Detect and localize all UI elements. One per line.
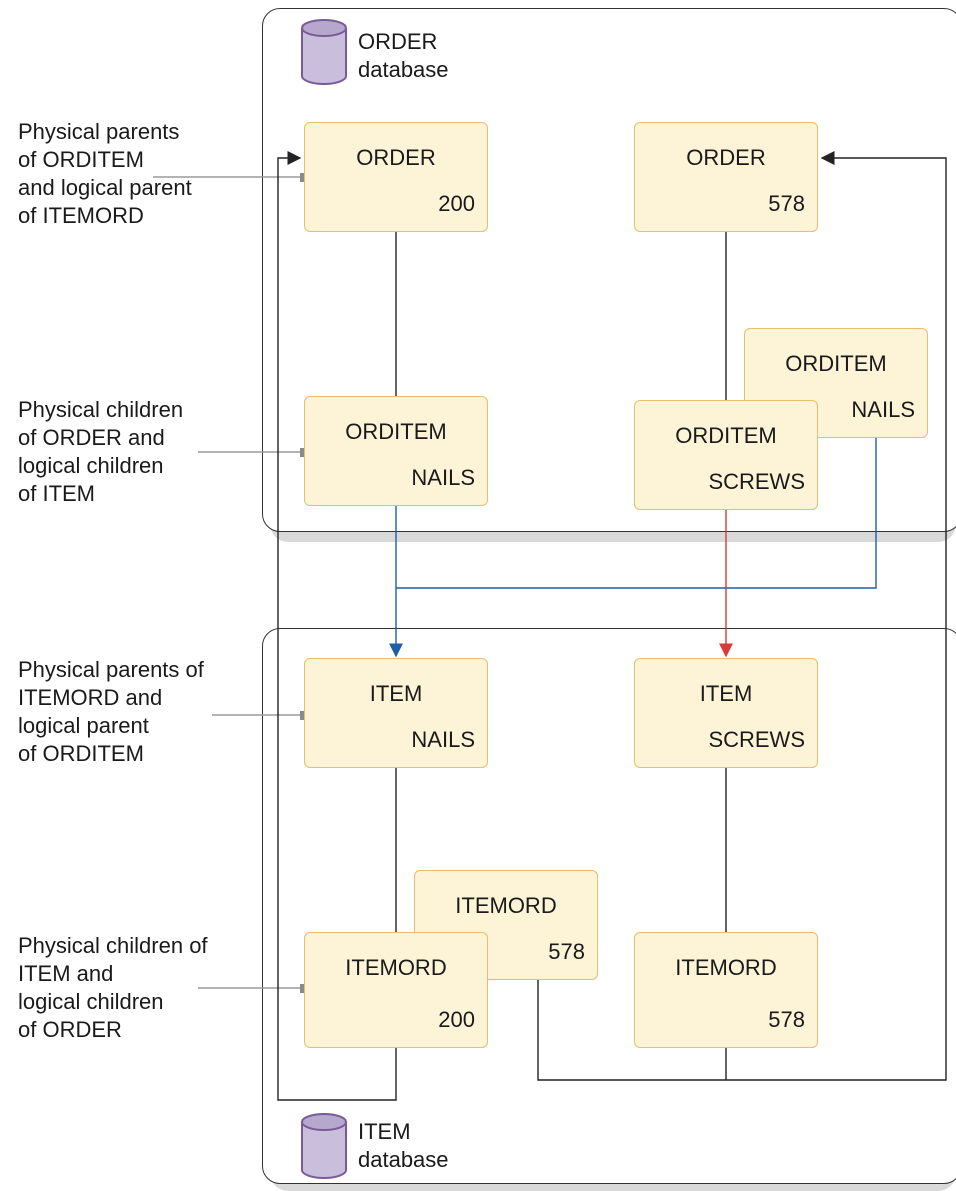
item-database-icon [301,1113,347,1179]
segment-name: ITEM [369,681,423,706]
segment-order-200: ORDER 200 [304,122,488,232]
segment-key: SCREWS [708,727,805,752]
segment-name: ITEMORD [675,955,777,980]
segment-name: ITEM [699,681,753,706]
order-database-icon [301,19,347,85]
segment-key: SCREWS [708,469,805,494]
segment-key: 578 [768,1007,805,1032]
segment-name: ORDER [686,145,766,170]
segment-name: ORDITEM [675,423,777,448]
segment-name: ORDITEM [785,351,887,376]
pointer-orditem-nails-b-to-item-nails [396,438,877,589]
segment-name: ITEMORD [345,955,447,980]
segment-item-nails: ITEM NAILS [304,658,488,768]
segment-orditem-nails-a: ORDITEM NAILS [304,396,488,506]
segment-order-578: ORDER 578 [634,122,818,232]
segment-name: ITEMORD [455,893,557,918]
segment-name: ORDITEM [345,419,447,444]
segment-itemord-578: ITEMORD 578 [634,932,818,1048]
segment-key: NAILS [411,465,475,490]
segment-key: 578 [548,939,585,964]
segment-name: ORDER [356,145,436,170]
pointer-itemord200-to-order200 [277,151,397,1101]
segment-key: 200 [438,1007,475,1032]
segment-key: NAILS [411,727,475,752]
pointer-itemord578-to-order578 [537,151,947,1081]
segment-key: 200 [438,191,475,216]
segment-orditem-screws: ORDITEM SCREWS [634,400,818,510]
segment-key: NAILS [851,397,915,422]
segment-itemord-200: ITEMORD 200 [304,932,488,1048]
segment-item-screws: ITEM SCREWS [634,658,818,768]
segment-key: 578 [768,191,805,216]
